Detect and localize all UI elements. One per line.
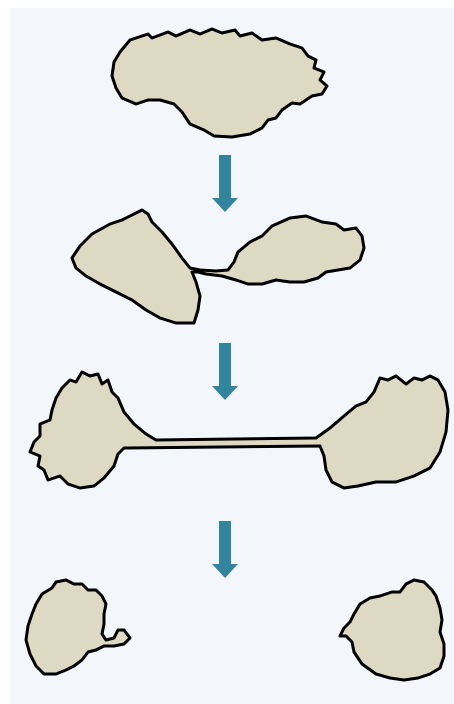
stretched-strand — [28, 370, 450, 490]
intact-cell — [110, 27, 329, 139]
down-arrow-icon — [212, 155, 238, 212]
left-fragment — [24, 578, 132, 676]
down-arrow-icon — [212, 521, 238, 578]
right-fragment — [338, 578, 446, 682]
cell-pinching — [70, 208, 366, 325]
down-arrow-icon — [212, 343, 238, 400]
